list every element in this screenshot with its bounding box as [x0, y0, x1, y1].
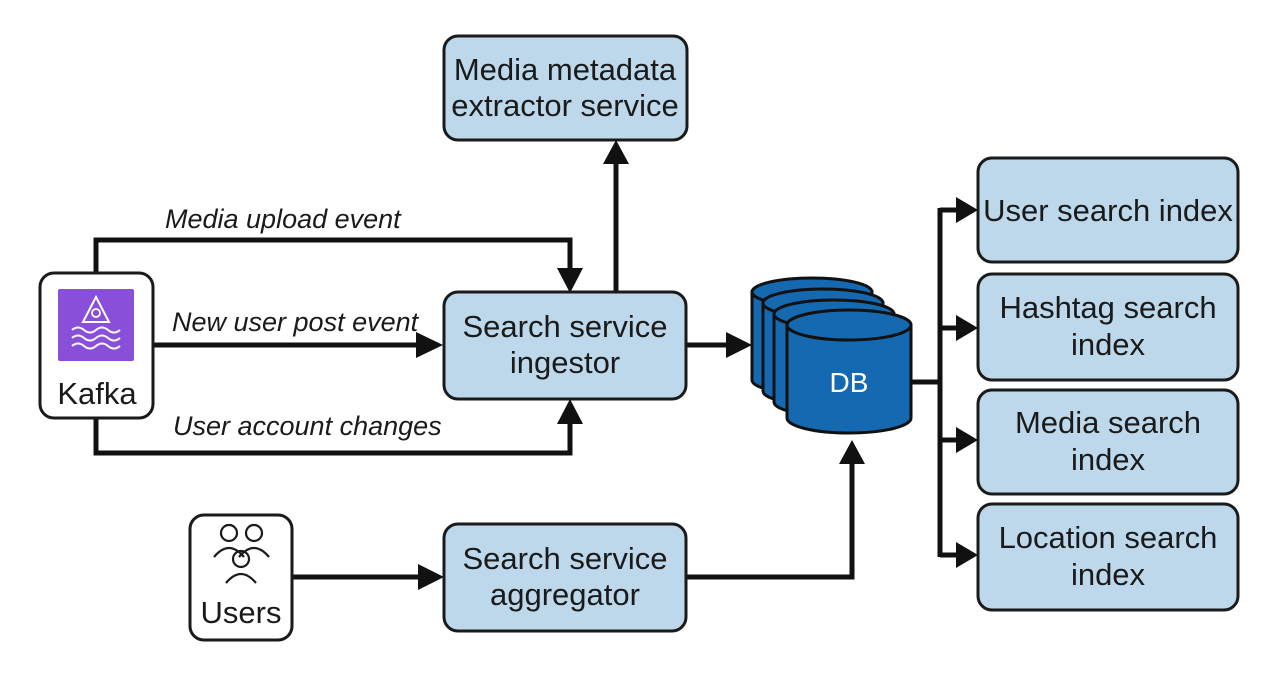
db-node: DB	[750, 276, 913, 435]
location-index-label-line2: index	[1071, 557, 1146, 592]
arrowhead-media-upload	[557, 268, 583, 293]
arrowhead-db-from-aggregator	[839, 440, 865, 464]
hashtag-index-label-line2: index	[1071, 327, 1146, 362]
users-label: Users	[201, 595, 282, 630]
arrowhead-hashtag-index	[956, 315, 978, 341]
users-node: Users	[188, 513, 294, 642]
location-index-label-line1: Location search	[999, 520, 1218, 555]
arrowhead-media-index	[956, 427, 978, 453]
arrowhead-extractor	[603, 140, 629, 164]
aggregator-label-line2: aggregator	[490, 577, 640, 612]
kafka-label: Kafka	[57, 376, 137, 411]
aggregator-label-line1: Search service	[462, 541, 667, 576]
arrowhead-user-account-changes	[557, 399, 583, 424]
edge-user-account-changes	[93, 418, 573, 456]
label-user-account-changes: User account changes	[173, 411, 442, 441]
db-label: DB	[830, 367, 869, 398]
arrowhead-db-from-ingestor	[726, 332, 752, 358]
database-icon	[750, 276, 913, 435]
arrowhead-location-index	[956, 542, 978, 568]
ingestor-label-line2: ingestor	[510, 345, 620, 380]
label-new-user-post-event: New user post event	[172, 307, 420, 337]
edge-aggregator-to-db	[686, 460, 855, 580]
search-service-ingestor-node: Search service ingestor	[442, 290, 688, 401]
users-icon	[213, 523, 270, 584]
user-index-label: User search index	[983, 193, 1233, 228]
media-index-label-line2: index	[1071, 442, 1146, 477]
media-index-label-line1: Media search	[1015, 405, 1201, 440]
media-metadata-extractor-node: Media metadata extractor service	[442, 34, 689, 142]
hashtag-search-index-node: Hashtag search index	[976, 272, 1240, 382]
ingestor-label-line1: Search service	[462, 309, 667, 344]
search-service-aggregator-node: Search service aggregator	[442, 522, 688, 633]
extractor-label-line2: extractor service	[451, 88, 678, 123]
user-search-index-node: User search index	[976, 156, 1240, 264]
media-search-index-node: Media search index	[976, 388, 1240, 496]
arrowhead-user-index	[956, 197, 978, 223]
arrowhead-new-user-post	[416, 332, 443, 358]
edge-media-upload	[93, 237, 573, 273]
extractor-label-line1: Media metadata	[454, 52, 677, 87]
kafka-icon	[58, 289, 134, 361]
arrowhead-aggregator	[418, 564, 444, 590]
kafka-node: Kafka	[38, 271, 155, 420]
location-search-index-node: Location search index	[976, 502, 1240, 612]
label-media-upload-event: Media upload event	[165, 204, 402, 234]
hashtag-index-label-line1: Hashtag search	[999, 290, 1216, 325]
